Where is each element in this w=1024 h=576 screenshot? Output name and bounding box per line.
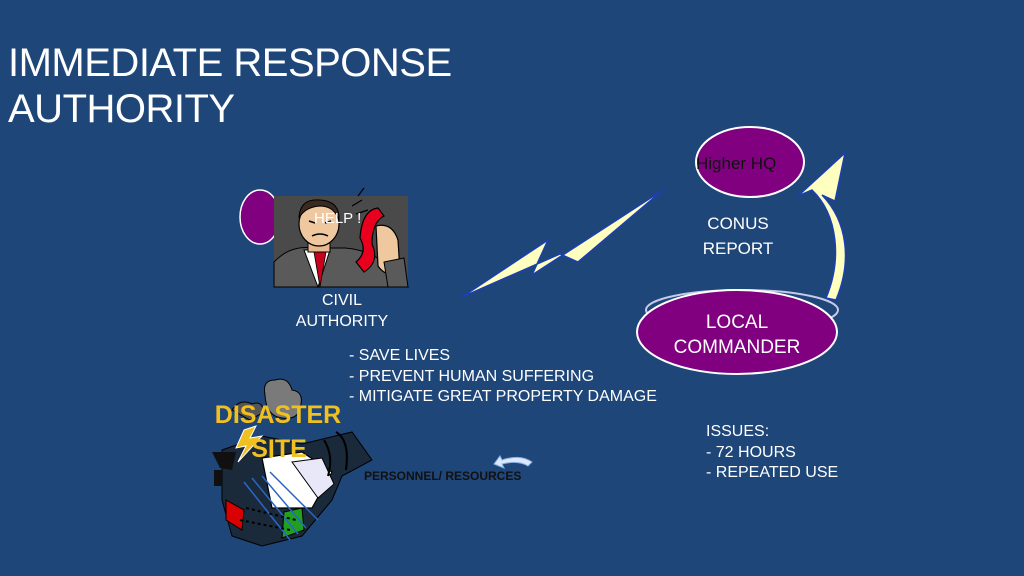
disaster-site-line2: SITE <box>251 435 307 463</box>
civil-authority-line1: CIVIL <box>321 292 362 309</box>
issues-block: ISSUES: - 72 HOURS - REPEATED USE <box>706 422 838 484</box>
slide-title-line1: IMMEDIATE RESPONSE <box>8 41 452 85</box>
local-commander-ellipse <box>636 289 838 375</box>
slide-title: IMMEDIATE RESPONSE AUTHORITY <box>8 40 452 132</box>
issue-item: - REPEATED USE <box>706 464 839 481</box>
lightning-icon <box>235 425 264 463</box>
higher-hq-label: Higher HQ <box>696 154 777 173</box>
conus-report-line1: CONUS <box>707 214 769 233</box>
issue-item: - 72 HOURS <box>706 443 796 461</box>
local-commander-line2: COMMANDER <box>673 337 801 358</box>
higher-hq-ellipse <box>695 126 805 198</box>
curved-arrow-icon <box>493 455 533 469</box>
slide-title-line2: AUTHORITY <box>8 87 235 131</box>
objective-item: - MITIGATE GREAT PROPERTY DAMAGE <box>349 388 657 405</box>
phone-man-clipart <box>273 187 410 289</box>
objectives-list: - SAVE LIVES - PREVENT HUMAN SUFFERING -… <box>349 346 657 408</box>
conus-report-line2: REPORT <box>702 239 774 258</box>
objective-item: - PREVENT HUMAN SUFFERING <box>349 367 595 385</box>
disaster-site-line1: DISASTER <box>214 401 342 429</box>
issues-heading: ISSUES: <box>706 423 770 440</box>
civil-authority-line2: AUTHORITY <box>295 313 389 330</box>
civil-authority-label: CIVIL AUTHORITY <box>280 290 404 332</box>
arrow-commander-to-hq <box>797 150 847 301</box>
local-commander-line1: LOCAL <box>705 312 769 333</box>
disaster-site-label: DISASTER SITE <box>198 398 358 466</box>
help-label: HELP ! <box>314 210 362 227</box>
objective-item: - SAVE LIVES <box>349 347 451 364</box>
conus-report-label: CONUS REPORT <box>682 211 794 261</box>
personnel-resources-label: PERSONNEL/ RESOURCES <box>364 469 522 483</box>
local-commander-label: LOCAL COMMANDER <box>652 310 822 360</box>
arrow-civil-to-commander <box>461 189 664 298</box>
disaster-clipart <box>212 378 373 547</box>
